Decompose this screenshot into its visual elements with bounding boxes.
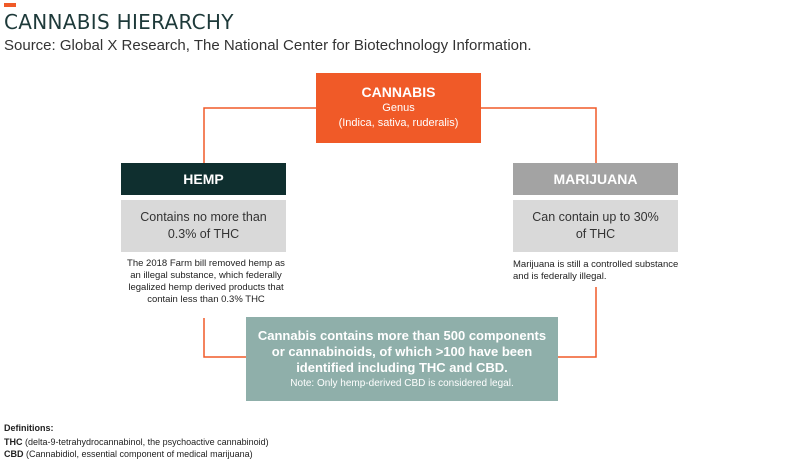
definition-term: CBD: [4, 449, 24, 459]
connector-hemp-to-center: [203, 318, 246, 358]
definition-desc: (Cannabidiol, essential component of med…: [23, 449, 253, 459]
accent-bar: [4, 3, 16, 7]
hemp-note: The 2018 Farm bill removed hemp as an il…: [127, 258, 285, 305]
cannabinoids-box: Cannabis contains more than 500 componen…: [246, 317, 558, 401]
source-line: Source: Global X Research, The National …: [4, 37, 532, 54]
cbd-legal-note: Note: Only hemp-derived CBD is considere…: [290, 378, 514, 389]
cannabis-species: (Indica, sativa, ruderalis): [338, 117, 459, 129]
definition-term: THC: [4, 437, 23, 447]
marijuana-thc-box: Can contain up to 30% of THC: [513, 200, 678, 252]
cannabinoids-text: Cannabis contains more than 500 componen…: [257, 328, 547, 375]
cannabis-genus-box: CANNABIS Genus (Indica, sativa, ruderali…: [316, 73, 481, 143]
connector-root-to-hemp: [203, 107, 316, 163]
definition-cbd: CBD (Cannabidiol, essential component of…: [4, 448, 269, 460]
definition-desc: (delta-9-tetrahydrocannabinol, the psych…: [22, 437, 269, 447]
marijuana-header-box: MARIJUANA: [513, 163, 678, 195]
definition-thc: THC (delta-9-tetrahydrocannabinol, the p…: [4, 436, 269, 448]
connector-root-to-marijuana: [481, 107, 597, 163]
cannabis-genus-label: Genus: [382, 102, 415, 114]
marijuana-note: Marijuana is still a controlled substanc…: [513, 259, 679, 282]
hemp-thc-box: Contains no more than 0.3% of THC: [121, 200, 286, 252]
page-title: CANNABIS HIERARCHY: [4, 10, 234, 34]
definitions: Definitions: THC (delta-9-tetrahydrocann…: [4, 422, 269, 460]
cannabis-title: CANNABIS: [361, 84, 436, 100]
hemp-header-box: HEMP: [121, 163, 286, 195]
definitions-title: Definitions:: [4, 423, 54, 433]
connector-marijuana-to-center: [558, 287, 597, 358]
